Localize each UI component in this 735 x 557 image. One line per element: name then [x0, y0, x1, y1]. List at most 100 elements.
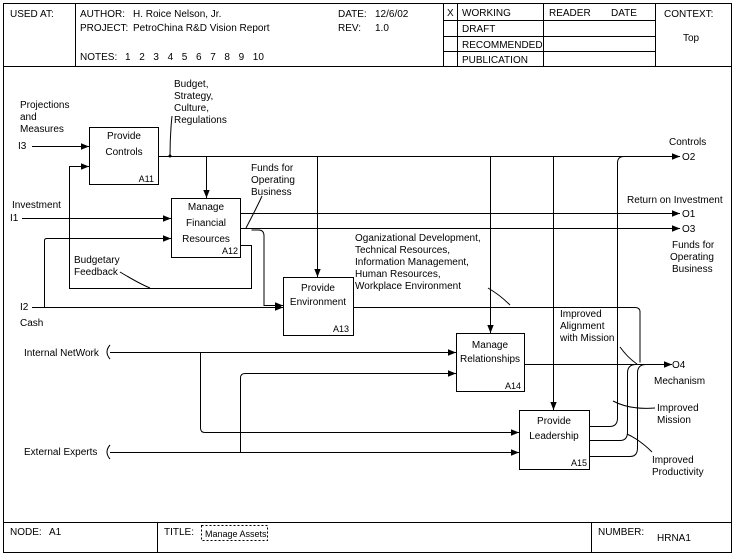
a13-node-id: A13 — [333, 324, 349, 334]
svg-text:Information Management,: Information Management, — [355, 257, 469, 268]
label-org-development: Oganizational Development, Technical Res… — [355, 233, 481, 292]
a15-node-id: A15 — [571, 458, 587, 468]
note-number: 4 — [168, 52, 174, 63]
number-label: NUMBER: — [598, 527, 644, 538]
rev-label: REV: — [338, 23, 361, 34]
context-value: Top — [683, 33, 700, 44]
label-budget: Budget, Strategy, Culture, Regulations — [174, 79, 227, 126]
status-publication: PUBLICATION — [462, 55, 528, 66]
node-label: NODE: — [10, 527, 42, 538]
date-label: DATE: — [338, 9, 367, 20]
svg-text:Strategy,: Strategy, — [174, 91, 213, 102]
date-value: 12/6/02 — [375, 9, 409, 20]
label-investment: Investment — [12, 200, 61, 211]
label-cash: Cash — [20, 318, 43, 329]
status-working: WORKING — [462, 8, 511, 19]
label-o3: O3 — [682, 224, 696, 235]
title-label: TITLE: — [164, 527, 194, 538]
a12-line-1: Manage — [188, 202, 225, 213]
author-label: AUTHOR: — [80, 9, 125, 20]
project-value: PetroChina R&D Vision Report — [133, 23, 270, 34]
number-value: HRNA1 — [657, 533, 691, 544]
a15-line-1: Provide — [537, 416, 571, 427]
label-i2: I2 — [20, 302, 29, 313]
outer-border — [3, 3, 732, 553]
svg-text:Budget,: Budget, — [174, 79, 208, 90]
a12-node-id: A12 — [222, 246, 238, 256]
svg-text:Mission: Mission — [657, 415, 691, 426]
svg-text:Operating: Operating — [670, 252, 714, 263]
label-i3: I3 — [18, 141, 27, 152]
project-label: PROJECT: — [80, 23, 128, 34]
svg-text:Business: Business — [251, 187, 292, 198]
arrow-budgetary-feedback — [69, 163, 252, 289]
activity-box-a14[interactable]: Manage Relationships A14 — [456, 333, 525, 392]
a14-line-2: Relationships — [460, 354, 520, 365]
note-number: 7 — [210, 52, 216, 63]
svg-text:Feedback: Feedback — [74, 267, 119, 278]
svg-text:and: and — [20, 112, 37, 123]
svg-text:Human Resources,: Human Resources, — [355, 269, 441, 280]
label-budgetary-feedback: Budgetary Feedback — [74, 255, 120, 278]
svg-text:Budgetary: Budgetary — [74, 255, 120, 266]
author-value: H. Roice Nelson, Jr. — [133, 9, 221, 20]
note-number: 3 — [153, 52, 159, 63]
activity-box-a12[interactable]: Manage Financial Resources A12 — [171, 198, 241, 258]
activity-box-a13[interactable]: Provide Environment A13 — [283, 277, 354, 336]
note-number: 1 — [125, 52, 131, 63]
arrow-funds-to-a13 — [251, 229, 283, 309]
activity-box-a11[interactable]: Provide Controls A11 — [89, 127, 159, 185]
svg-text:Improved: Improved — [560, 309, 602, 320]
label-funds-internal: Funds for Operating Business — [251, 163, 295, 198]
a11-line-2: Controls — [105, 147, 142, 158]
label-external-experts: External Experts — [24, 447, 97, 458]
note-number: 2 — [139, 52, 145, 63]
svg-text:Regulations: Regulations — [174, 115, 227, 126]
a12-line-2: Financial — [186, 218, 226, 229]
label-o4: O4 — [672, 360, 686, 371]
a11-node-id: A11 — [139, 174, 154, 184]
label-i1: I1 — [10, 213, 19, 224]
svg-text:Operating: Operating — [251, 175, 295, 186]
note-number: 6 — [196, 52, 202, 63]
a14-node-id: A14 — [505, 381, 521, 391]
svg-text:Productivity: Productivity — [652, 467, 704, 478]
status-mark: X — [447, 8, 454, 19]
notes-label: NOTES: — [80, 52, 117, 63]
reader-label: READER — [549, 8, 591, 19]
label-o2: O2 — [682, 152, 696, 163]
svg-text:Workplace Environment: Workplace Environment — [355, 281, 461, 292]
svg-text:Business: Business — [672, 264, 713, 275]
status-recommended: RECOMMENDED — [462, 40, 543, 51]
svg-text:Measures: Measures — [20, 124, 64, 135]
activity-box-a15[interactable]: Provide Leadership A15 — [519, 410, 590, 470]
label-o1: O1 — [682, 209, 696, 220]
arrow-controls-bus — [158, 115, 680, 410]
label-funds-output: Funds for Operating Business — [670, 240, 715, 275]
svg-text:Funds for: Funds for — [672, 240, 715, 251]
svg-text:Funds for: Funds for — [251, 163, 294, 174]
title-value: Manage Assets — [205, 529, 267, 539]
label-internal-network: Internal NetWork — [24, 348, 100, 359]
arrow-mechanism-o4 — [524, 156, 672, 457]
svg-text:Projections: Projections — [20, 100, 69, 111]
label-mechanism: Mechanism — [654, 376, 705, 387]
svg-text:Oganizational Development,: Oganizational Development, — [355, 233, 481, 244]
svg-text:with Mission: with Mission — [559, 333, 614, 344]
label-return-on-investment: Return on Investment — [627, 195, 723, 206]
note-number: 8 — [224, 52, 230, 63]
label-improved-alignment: Improved Alignment with Mission — [559, 309, 614, 344]
svg-text:Improved: Improved — [657, 403, 699, 414]
note-number: 10 — [253, 52, 265, 63]
arrow-cash-to-a12 — [32, 235, 283, 311]
used-at-label: USED AT: — [10, 9, 54, 20]
a14-line-1: Manage — [472, 340, 509, 351]
svg-text:Improved: Improved — [652, 455, 694, 466]
a13-line-1: Provide — [301, 283, 335, 294]
arrow-funds-output — [240, 195, 680, 232]
svg-text:Technical Resources,: Technical Resources, — [355, 245, 450, 256]
label-projections: Projections and Measures — [20, 100, 69, 135]
svg-text:Culture,: Culture, — [174, 103, 209, 114]
